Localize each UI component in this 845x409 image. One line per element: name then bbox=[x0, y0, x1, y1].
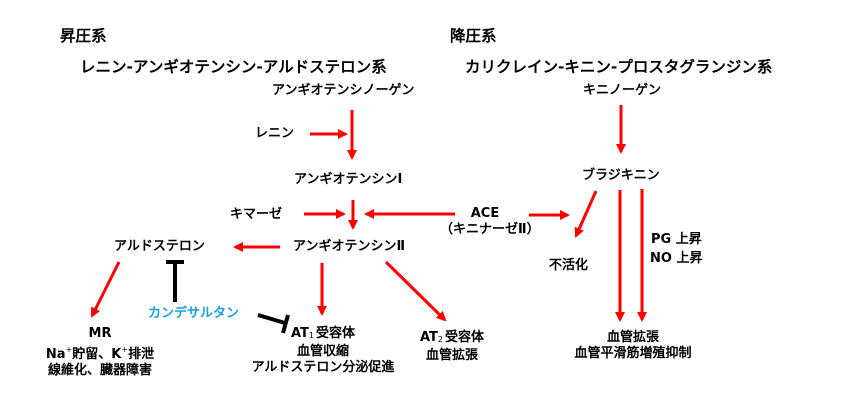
arrow-aldosterone-to-mr bbox=[90, 261, 121, 318]
pressor-heading: 昇圧系 bbox=[60, 27, 107, 45]
vasodilation-label: 血管拡張 bbox=[606, 330, 659, 345]
angiotensin2-label: アンギオテンシンⅡ bbox=[293, 239, 406, 254]
mr-block: MR Na+貯留、K+排泄 線維化、臓器障害 bbox=[30, 326, 170, 379]
renin-label: レニン bbox=[255, 126, 295, 141]
arrow-ang2-to-at2 bbox=[384, 260, 447, 322]
inhibit-candesartan-to-at1-stem bbox=[257, 313, 286, 325]
vasodilation-block: 血管拡張 血管平滑筋増殖抑制 bbox=[558, 330, 708, 362]
kininase2-label: （キニナーゼⅡ） bbox=[440, 222, 540, 237]
inactivation-label: 不活化 bbox=[549, 258, 589, 273]
at1-line3: アルドステロン分泌促進 bbox=[251, 360, 395, 375]
angiotensin1-label: アンギオテンシンⅠ bbox=[294, 172, 403, 187]
candesartan-label: カンデサルタン bbox=[148, 306, 240, 321]
angiotensinogen-label: アンギオテンシノーゲン bbox=[272, 83, 415, 98]
mr-line2: Na+貯留、K+排泄 bbox=[45, 345, 155, 362]
at1-line2: 血管収縮 bbox=[296, 344, 349, 359]
pressor-system-title: レニン-アンギオテンシン-アルドステロン系 bbox=[80, 58, 387, 76]
at2-line2: 血管拡張 bbox=[425, 348, 478, 363]
ace-block: ACE （キニナーゼⅡ） bbox=[440, 206, 540, 238]
depressor-heading: 降圧系 bbox=[450, 27, 497, 45]
arrow-bradykinin-to-inactivation bbox=[574, 190, 598, 238]
chymase-label: キマーゼ bbox=[230, 207, 283, 222]
pg-increase-label: PG 上昇 bbox=[651, 232, 702, 247]
depressor-system-title: カリクレイン-キニン-プロスタグランジン系 bbox=[465, 58, 773, 76]
smooth-muscle-inhibition-label: 血管平滑筋増殖抑制 bbox=[574, 346, 692, 361]
kininogen-label: キニノーゲン bbox=[583, 83, 662, 98]
mr-title: MR bbox=[88, 326, 112, 341]
no-increase-label: NO 上昇 bbox=[650, 251, 703, 266]
mr-line3: 線維化、臓器障害 bbox=[47, 363, 152, 378]
bradykinin-label: ブラジキニン bbox=[582, 168, 660, 183]
inhibit-candesartan-to-at1-bar bbox=[281, 314, 290, 334]
aldosterone-label: アルドステロン bbox=[114, 239, 205, 254]
ace-label: ACE bbox=[470, 206, 500, 221]
